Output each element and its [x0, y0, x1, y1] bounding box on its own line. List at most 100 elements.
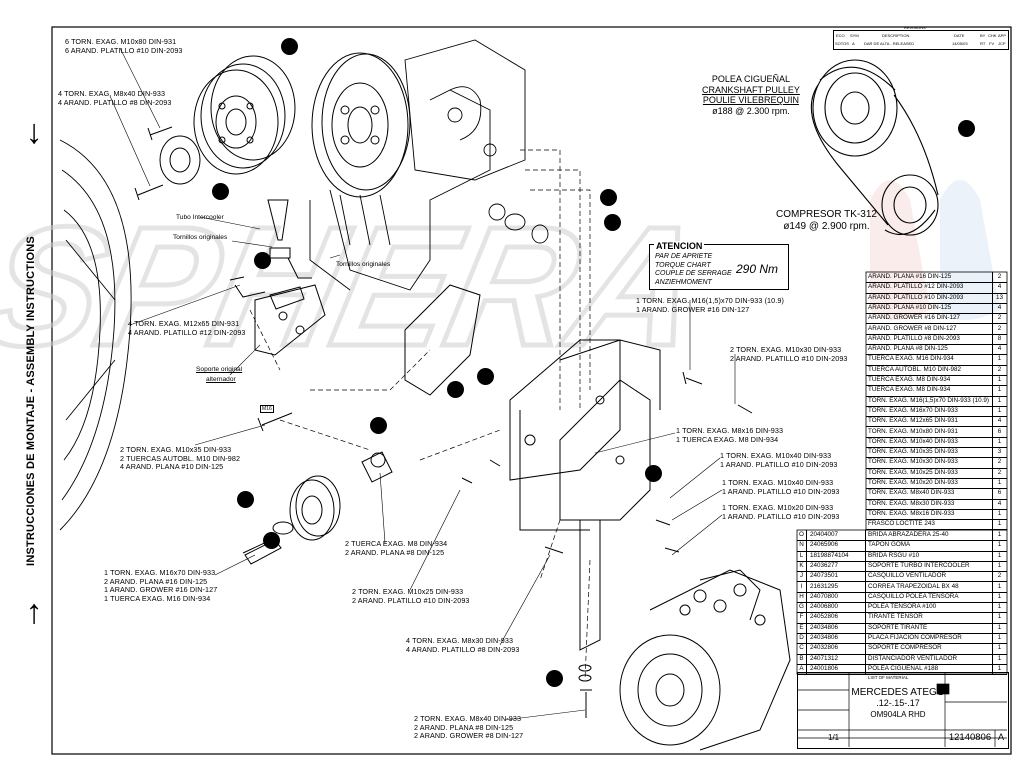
bom-qty: 1 — [997, 582, 1002, 590]
bom-quantity: 1 — [997, 376, 1002, 383]
bom-ref: E — [797, 622, 807, 633]
bom-ref: G — [797, 602, 807, 613]
bom-qty: 1 — [997, 541, 1002, 549]
bom-desc: CORREA TRAPEZOIDAL BX 48 — [866, 581, 993, 592]
bom-quantity: 2 — [997, 365, 1002, 373]
label-original-support-1: Soporte original — [196, 366, 243, 373]
bom-quantity: 6 — [997, 427, 1002, 435]
bom-quantity: 8 — [997, 334, 1002, 342]
bom-code: 24034806 — [807, 622, 866, 633]
bom-description: TORN. EXAG. M10x80 DIN-931 — [866, 426, 993, 437]
bom-quantity: 4 — [997, 499, 1002, 507]
label-m16: M16 — [260, 405, 274, 413]
bom-quantity: 4 — [997, 283, 1002, 291]
bom-desc: POLEA TENSORA #100 — [866, 602, 993, 613]
bom-hardware-row: ARAND. GROWER #16 DIN-127 2 — [866, 313, 1007, 325]
bom-code: 20404007 — [807, 530, 866, 541]
bom-qty: 1 — [997, 561, 1002, 569]
bom-desc: SOPORTE COMPRESOR — [866, 643, 993, 654]
bom-quantity: 2 — [997, 314, 1002, 322]
engine-damper-drawing — [311, 52, 411, 198]
bom-desc: SOPORTE TURBO INTERCOOLER — [866, 560, 993, 572]
bom-description: ARAND. GROWER #16 DIN-127 — [866, 313, 993, 324]
bom-qty: 1 — [997, 592, 1002, 600]
bom-ref: D — [797, 633, 807, 644]
bom-description: TORN. EXAG. M10x40 DIN-933 — [866, 436, 993, 448]
bom-hardware-row: ARAND. PLANA #16 DIN-125 2 — [866, 272, 1007, 284]
callout-dot — [212, 183, 229, 200]
bom-hardware-row: TORN. EXAG. M10x40 DIN-933 1 — [866, 436, 1007, 449]
bom-desc: TAPON GOMA — [866, 540, 993, 551]
bom-ref: N — [797, 540, 807, 551]
bom-description: FRASCO LOCTITE 243 — [866, 519, 993, 530]
bom-qty: 1 — [997, 623, 1002, 631]
drawing-number: 12140806 — [948, 732, 992, 743]
bom-description: TORN. EXAG. M10x35 DIN-933 — [866, 447, 993, 458]
bom-code: 24001806 — [807, 663, 866, 675]
bom-quantity: 3 — [997, 448, 1002, 456]
bom-ref: I — [797, 581, 807, 592]
bom-description: TORN. EXAG. M8x30 DIN-933 — [866, 498, 993, 509]
bom-quantity: 1 — [997, 520, 1002, 528]
bom-code: 24070800 — [807, 591, 866, 603]
bom-description: ARAND. GROWER #8 DIN-127 — [866, 323, 993, 334]
bom-ref: B — [797, 653, 807, 664]
bom-quantity: 1 — [997, 437, 1002, 445]
bom-desc: SOPORTE TIRANTE — [866, 622, 993, 633]
callout-dot — [263, 532, 280, 549]
bom-description: TUERCA EXAG. M8 DIN-934 — [866, 385, 993, 396]
callout-dot — [370, 417, 387, 434]
bom-quantity: 2 — [997, 273, 1002, 280]
bom-quantity: 2 — [997, 324, 1002, 332]
bom-ref: J — [797, 571, 807, 582]
bom-description: ARAND. PLATILLO #12 DIN-2093 — [866, 282, 993, 293]
bom-qty: 2 — [997, 572, 1002, 580]
bom-ref: C — [797, 643, 807, 654]
bom-desc: BRIDA RSGU #10 — [866, 550, 993, 561]
bom-hardware-row: TORN. EXAG. M8x30 DIN-933 4 — [866, 498, 1007, 510]
bom-description: TORN. EXAG. M16(1,5)x70 DIN-933 (10.9) — [866, 395, 993, 406]
arrow-down-icon: ↓ — [25, 113, 43, 151]
bom-description: TUERCA EXAG. M8 DIN-934 — [866, 375, 993, 386]
bom-ref: H — [797, 591, 807, 603]
bom-ref: K — [797, 560, 807, 572]
bom-hardware-row: FRASCO LOCTITE 243 1 — [866, 519, 1007, 531]
bolts-drawing — [134, 126, 753, 718]
bom-description: ARAND. PLANA #16 DIN-125 — [866, 272, 993, 283]
bom-quantity: 13 — [995, 293, 1003, 301]
bom-qty: 1 — [997, 551, 1002, 559]
bom-quantity: 2 — [997, 458, 1002, 466]
bom-description: TORN. EXAG. M8x40 DIN-933 — [866, 488, 993, 499]
callout-dot — [237, 491, 254, 508]
callout-dot — [254, 252, 271, 269]
callout-dot — [281, 38, 298, 55]
bom-hardware-row: TORN. EXAG. M10x80 DIN-931 6 — [866, 426, 1007, 438]
bom-desc: CASQUILLO VENTILADOR — [866, 571, 993, 582]
torque-value: 290 Nm — [736, 262, 779, 276]
crankshaft-pulley-drawing — [159, 55, 296, 185]
compressor-label: COMPRESOR TK-312 ø149 @ 2.900 rpm. — [776, 209, 877, 232]
bom-hardware-row: TUERCA EXAG. M8 DIN-934 1 — [866, 375, 1007, 387]
callout-label-4: 1 TORN. EXAG. M16(1,5)x70 DIN-933 (10.9)… — [636, 296, 784, 314]
bom-code: 24052806 — [807, 612, 866, 623]
